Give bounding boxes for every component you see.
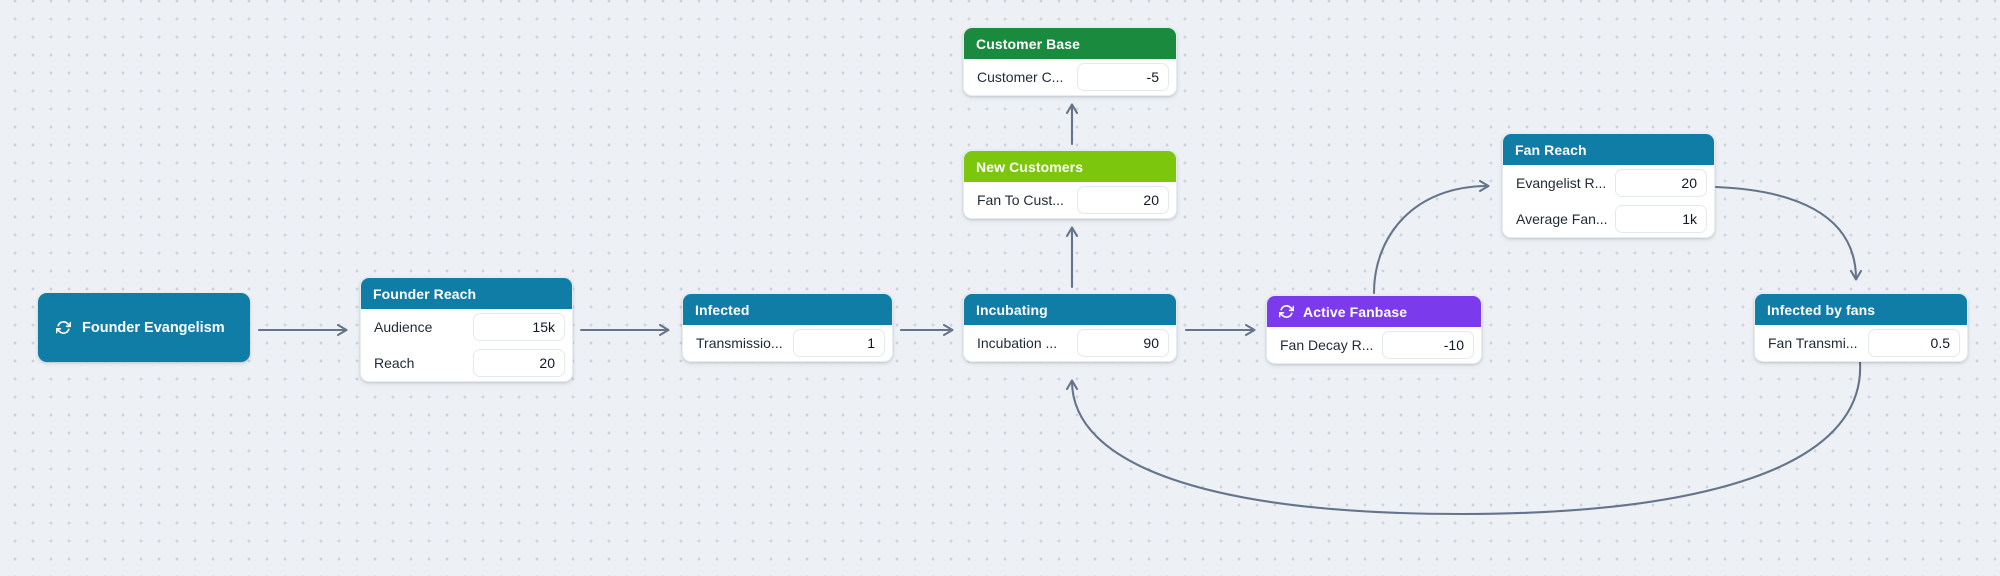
node-title: Founder Reach (373, 285, 477, 302)
node-body: Fan Transmi... 0.5 (1755, 325, 1967, 361)
node-row: Average Fan... 1k (1510, 205, 1707, 233)
node-header[interactable]: New Customers (964, 151, 1176, 182)
node-header[interactable]: Customer Base (964, 28, 1176, 59)
row-value-input[interactable]: 1 (793, 329, 885, 357)
row-value-input[interactable]: 20 (1615, 169, 1707, 197)
edge-fan-reach-to-infected-by-fans[interactable] (1714, 185, 1863, 281)
node-header[interactable]: Founder Reach (361, 278, 572, 309)
node-body: Fan To Cust... 20 (964, 182, 1176, 218)
row-label: Average Fan... (1516, 211, 1608, 227)
sync-icon (1279, 305, 1294, 318)
node-body: Incubation ... 90 (964, 325, 1176, 361)
node-title: Infected by fans (1767, 301, 1876, 318)
node-row: Reach 20 (368, 349, 565, 377)
row-value-input[interactable]: 0.5 (1868, 329, 1960, 357)
node-header[interactable]: Fan Reach (1503, 134, 1714, 165)
row-label: Fan Decay R... (1280, 337, 1374, 353)
node-header[interactable]: Infected by fans (1755, 294, 1967, 325)
row-label: Customer C... (977, 69, 1064, 85)
row-label: Evangelist R... (1516, 175, 1607, 191)
row-label: Audience (374, 319, 433, 335)
row-label: Fan To Cust... (977, 192, 1064, 208)
row-label: Reach (374, 355, 415, 371)
node-row: Incubation ... 90 (971, 329, 1169, 357)
node-row: Audience 15k (368, 313, 565, 341)
row-value-input[interactable]: 15k (473, 313, 565, 341)
edge-infected-by-fans-to-incubating[interactable] (1065, 360, 1862, 516)
node-body: Customer C... -5 (964, 59, 1176, 95)
node-body: Transmissio... 1 (683, 325, 892, 361)
node-header[interactable]: Active Fanbase (1267, 296, 1481, 327)
node-title: Active Fanbase (1303, 303, 1408, 320)
row-value-input[interactable]: -10 (1382, 331, 1474, 359)
node-row: Evangelist R... 20 (1510, 169, 1707, 197)
row-value-input[interactable]: 20 (473, 349, 565, 377)
row-label: Transmissio... (696, 335, 783, 351)
node-header[interactable]: Incubating (964, 294, 1176, 325)
node-title: Founder Evangelism (82, 319, 225, 336)
node-title: New Customers (976, 158, 1084, 175)
row-value-input[interactable]: -5 (1077, 63, 1169, 91)
edge-active-fanbase-to-fan-reach[interactable] (1372, 179, 1490, 295)
node-row: Fan To Cust... 20 (971, 186, 1169, 214)
row-value-input[interactable]: 90 (1077, 329, 1169, 357)
node-header[interactable]: Infected (683, 294, 892, 325)
row-label: Incubation ... (977, 335, 1058, 351)
node-title: Infected (695, 301, 750, 318)
node-founder-evangelism[interactable]: Founder Evangelism (38, 293, 250, 362)
row-value-input[interactable]: 1k (1615, 205, 1707, 233)
node-row: Transmissio... 1 (690, 329, 885, 357)
sync-icon (56, 321, 71, 334)
node-row: Customer C... -5 (971, 63, 1169, 91)
node-title: Customer Base (976, 35, 1081, 52)
node-row: Fan Transmi... 0.5 (1762, 329, 1960, 357)
node-row: Fan Decay R... -10 (1274, 331, 1474, 359)
row-value-input[interactable]: 20 (1077, 186, 1169, 214)
node-body: Fan Decay R... -10 (1267, 327, 1481, 363)
node-title: Fan Reach (1515, 141, 1587, 158)
row-label: Fan Transmi... (1768, 335, 1858, 351)
node-title: Incubating (976, 301, 1048, 318)
